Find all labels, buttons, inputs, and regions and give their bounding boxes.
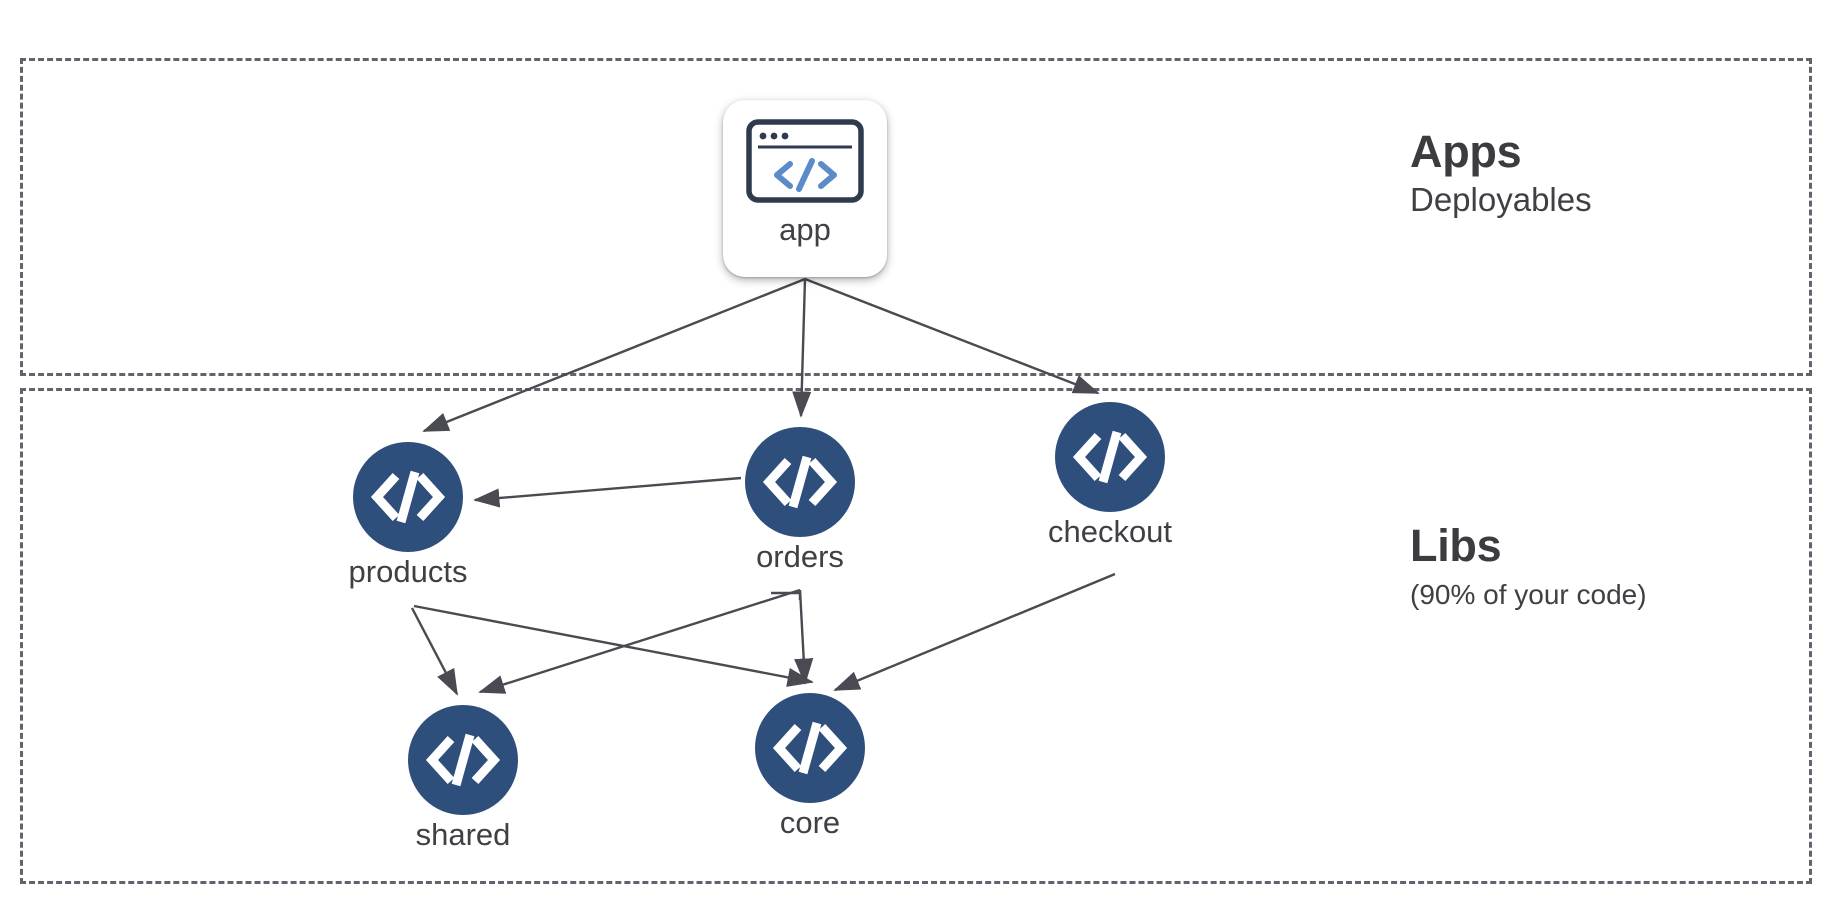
zone-libs-subtitle: (90% of your code) (1410, 579, 1647, 611)
node-checkout[interactable]: checkout (1048, 402, 1172, 547)
code-brackets-icon (1072, 430, 1148, 484)
node-core[interactable]: core (755, 693, 865, 838)
node-products-circle (353, 442, 463, 552)
code-brackets-icon (772, 721, 848, 775)
node-shared-circle (408, 705, 518, 815)
node-core-label: core (779, 805, 841, 840)
node-orders-circle (745, 427, 855, 537)
node-app[interactable]: app (723, 100, 887, 277)
zone-libs (20, 388, 1812, 884)
node-orders-label: orders (756, 539, 844, 574)
zone-libs-caption: Libs (90% of your code) (1410, 522, 1647, 612)
zone-libs-title: Libs (1410, 520, 1502, 571)
node-shared[interactable]: shared (408, 705, 518, 850)
code-brackets-icon (762, 455, 838, 509)
node-shared-label: shared (415, 817, 511, 852)
node-core-circle (755, 693, 865, 803)
code-brackets-icon (370, 470, 446, 524)
node-products[interactable]: products (349, 442, 467, 587)
zone-apps-caption: Apps Deployables (1410, 128, 1592, 221)
node-products-label: products (348, 554, 468, 589)
node-app-label: app (779, 212, 831, 247)
zone-apps-title: Apps (1410, 126, 1522, 177)
zone-apps-subtitle: Deployables (1410, 181, 1592, 219)
browser-code-icon (746, 119, 864, 203)
code-brackets-icon (425, 733, 501, 787)
node-checkout-label: checkout (1047, 514, 1173, 549)
node-checkout-circle (1055, 402, 1165, 512)
node-orders[interactable]: orders (745, 427, 855, 572)
